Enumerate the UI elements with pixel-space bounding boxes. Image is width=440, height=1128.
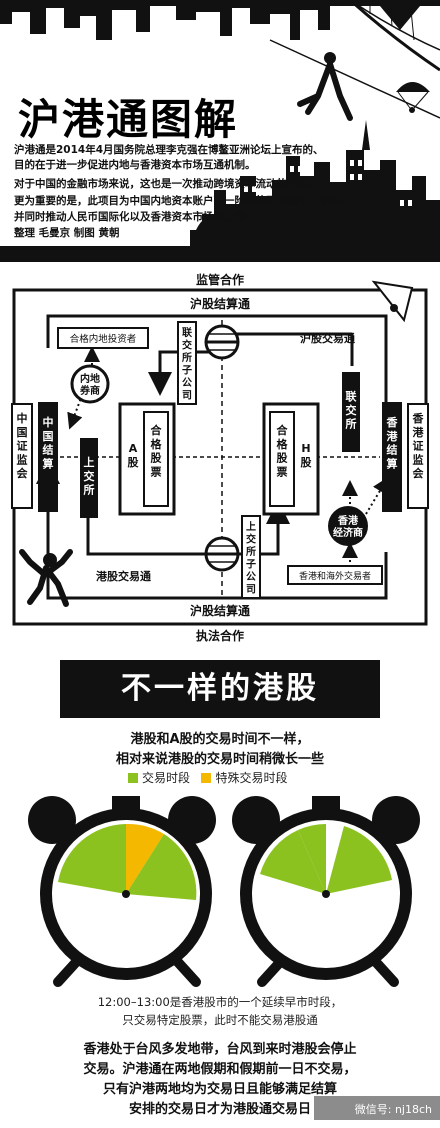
label-bottom-clearing: 沪股结算通 <box>190 603 250 618</box>
clock-left <box>28 796 216 987</box>
closing-line-4: 安排的交易日才为港股通交易日 <box>128 1102 311 1117</box>
clock-right <box>232 796 420 987</box>
label-sse-sub: 上交所子公司 <box>246 520 256 596</box>
closing-line-1: 香港处于台风多发地带，台风到来时港股会停止 <box>83 1042 357 1057</box>
flow-diagram: 监管合作 沪股结算通 沪股结算通 执法合作 沪股交易通 港股交易通 合格内地投资… <box>11 272 429 643</box>
label-sse: 上交所 <box>84 455 95 497</box>
label-hk-connect: 港股交易通 <box>96 569 151 583</box>
closing-line-3: 只有沪港两地均为交易日且能够满足结算 <box>102 1082 337 1097</box>
label-h-qualified: 合格股票 <box>277 423 289 478</box>
sub-line-1: 港股和A股的交易时间不一样， <box>130 732 310 747</box>
sub-line-2: 相对来说港股的交易时间稍微长一些 <box>115 752 324 767</box>
note-line-2: 只交易特定股票，此时不能交易港股通 <box>122 1013 318 1027</box>
label-enforcement: 执法合作 <box>196 628 244 643</box>
globe-icon-top <box>204 324 240 360</box>
legend-label-trading: 交易时段 <box>142 771 191 785</box>
page-title: 沪港通图解 <box>18 95 239 144</box>
label-top-clearing: 沪股结算通 <box>190 296 250 311</box>
label-qualified-investor: 合格内地投资者 <box>70 333 137 345</box>
globe-icon-bottom <box>204 536 240 572</box>
intro-line-4: 更为重要的是，此项目为中国内地资本账户下一阶段的开放铺平了道路， <box>14 195 350 207</box>
label-hkex-sub: 联交所子公司 <box>182 326 192 402</box>
label-sfc: 香港证监会 <box>412 411 425 480</box>
skyline-art <box>0 0 440 262</box>
legend: 交易时段 特殊交易时段 <box>128 769 287 786</box>
label-a-qualified: 合格股票 <box>151 423 163 478</box>
clocks <box>28 796 420 987</box>
watermark: 微信号: nj18ch <box>354 1103 432 1116</box>
intro-line-3: 对于中国的金融市场来说，这也是一次推动跨境资本流动的尝试。 <box>14 178 319 190</box>
label-mainland-broker: 内地券商 <box>79 372 100 397</box>
intro-line-5: 并同时推动人民币国际化以及香港资本市场的发展 <box>14 211 245 223</box>
legend-label-special: 特殊交易时段 <box>215 771 288 785</box>
label-china-clear: 中国结算 <box>42 415 54 470</box>
label-hk-broker: 香港经济商 <box>333 514 363 539</box>
label-hk-clear: 香港结算 <box>386 415 399 470</box>
credit-line: 整理 毛曼京 制图 黄朝 <box>14 227 120 239</box>
intro-line-1: 沪港通是2014年4月国务院总理李克强在博鳌亚洲论坛上宣布的、 <box>14 144 324 156</box>
legend-swatch-special <box>201 773 212 783</box>
watermark-bg <box>314 1096 440 1120</box>
label-supervision: 监管合作 <box>196 272 244 287</box>
section-banner: 不一样的港股 <box>60 660 380 718</box>
running-figure <box>19 549 73 607</box>
label-hkex: 联交所 <box>346 389 357 431</box>
closing-line-2: 交易。沪港通在两地假期和假期前一日不交易， <box>83 1062 357 1077</box>
label-shanghai-connect: 沪股交易通 <box>300 331 355 345</box>
intro-line-2: 目的在于进一步促进内地与香港资本市场互通机制。 <box>14 159 256 171</box>
label-hk-investors: 香港和海外交易者 <box>299 570 371 582</box>
note-line-1: 12:00–13:00是香港股市的一个延续早市时段， <box>97 995 343 1009</box>
label-csrc: 中国证监会 <box>17 411 29 480</box>
legend-swatch-trading <box>128 773 138 783</box>
